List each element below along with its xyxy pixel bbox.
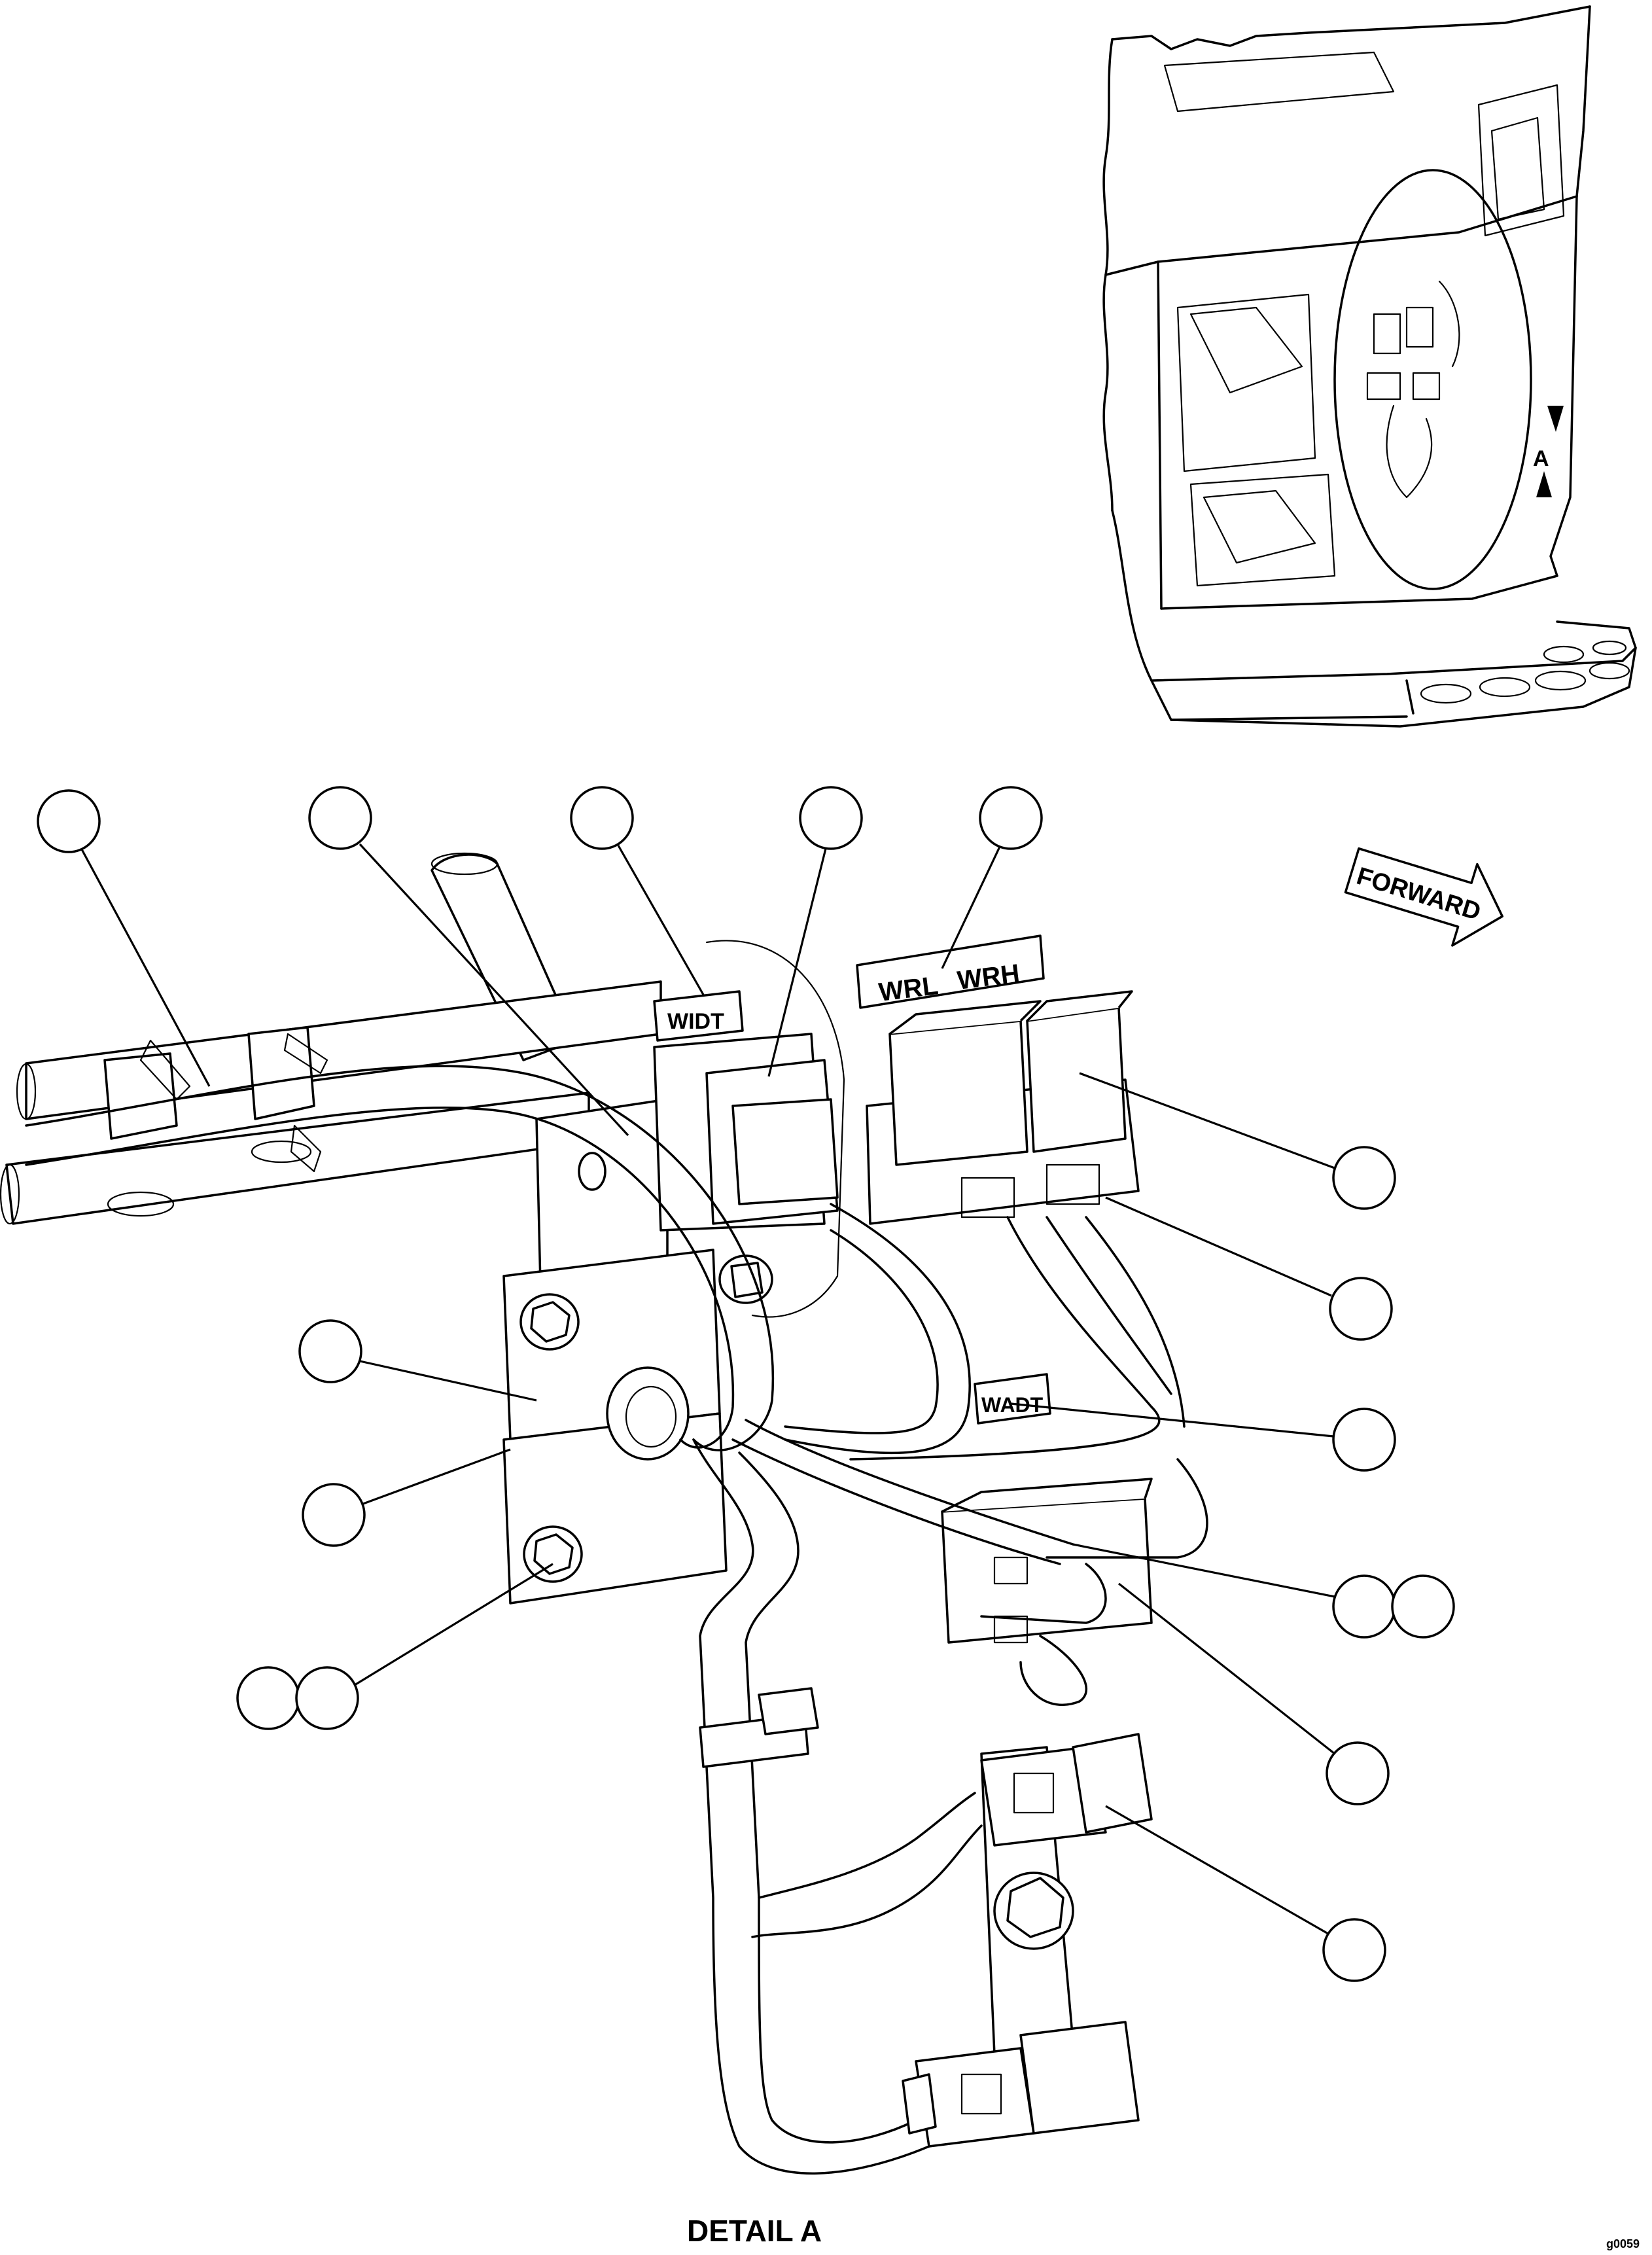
svg-text:WIDT: WIDT [667, 1009, 724, 1034]
figure-code: g0059 [1606, 2237, 1640, 2250]
bottom-connector [902, 2021, 1140, 2148]
wadt-tag: WADT [974, 1373, 1051, 1425]
overview-inset: A [1102, 5, 1637, 728]
callout-4 [767, 786, 863, 1077]
forward-arrow: FORWARD [1344, 847, 1503, 947]
callout-12 [1391, 1574, 1455, 1639]
bolt-upper [519, 1293, 580, 1351]
callout-8 [298, 1319, 537, 1402]
callout-3 [570, 786, 705, 995]
bolt-lower [523, 1525, 583, 1583]
wrl-wrh-tag: WRL WRH [856, 934, 1045, 1009]
detail-caption: DETAIL A [687, 2214, 822, 2248]
callout-9 [1010, 1402, 1396, 1472]
callout-1 [37, 789, 211, 1087]
detail-a-drawing: WIDT WRL WRH WADT [0, 852, 1208, 2175]
callout-15 [1118, 1582, 1390, 1805]
callout-6 [1079, 1072, 1396, 1210]
widt-tag: WIDT [653, 990, 744, 1042]
callouts [37, 786, 1455, 1982]
callout-13 [236, 1666, 300, 1730]
callout-2 [308, 786, 629, 1137]
callout-7 [1105, 1196, 1393, 1341]
upper-connector [980, 1733, 1153, 1847]
relay-wrh [1026, 990, 1133, 1205]
callout-14 [295, 1563, 554, 1730]
detail-a-marker: A [1533, 446, 1549, 471]
callout-10 [302, 1448, 511, 1547]
relay-wrl [888, 1000, 1042, 1218]
callout-5 [941, 786, 1043, 969]
callout-16 [1105, 1805, 1386, 1982]
